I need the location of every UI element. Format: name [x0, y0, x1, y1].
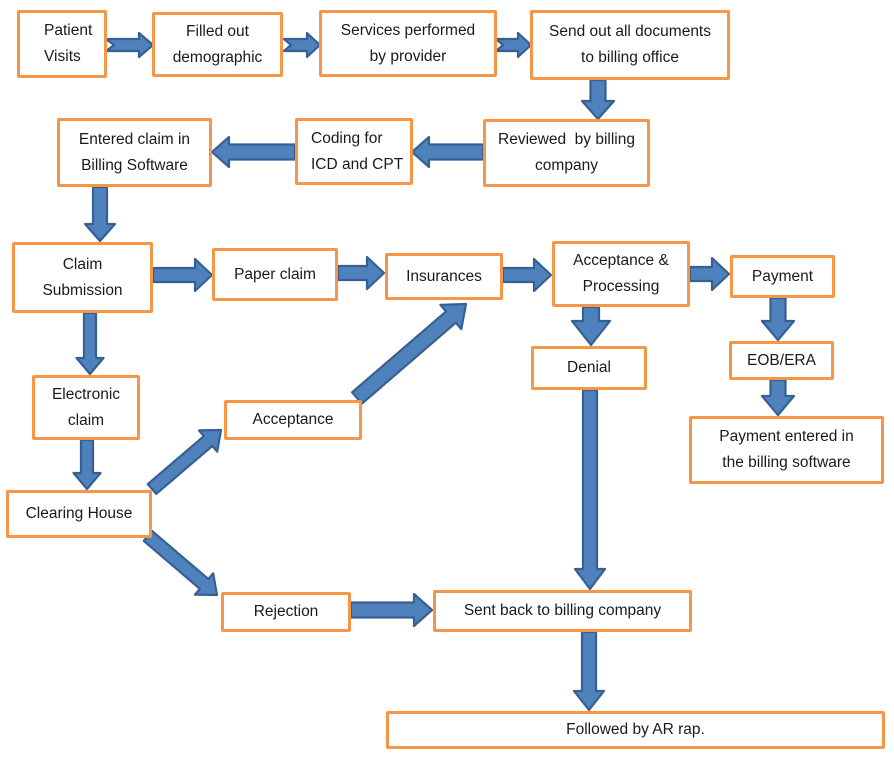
arrow-claimsub-to-electronic: [75, 311, 105, 376]
node-label: Denial: [567, 359, 611, 376]
arrow-patient-to-demographic: [104, 31, 155, 59]
arrow-demographic-to-services: [282, 31, 322, 59]
arrow-eob-to-paymententered: [760, 378, 796, 417]
node-label: Electronic claim: [51, 385, 121, 429]
node-label: Services performed by provider: [340, 21, 476, 65]
arrow-send-to-reviewed: [580, 78, 616, 121]
node-electronic-claim: Electronic claim: [32, 375, 140, 440]
node-reviewed-billing: Reviewed by billing company: [483, 119, 650, 187]
arrow-clearing-to-acceptance: [146, 428, 223, 495]
node-entered-claim: Entered claim in Billing Software: [57, 118, 212, 187]
node-label: Sent back to billing company: [463, 602, 662, 619]
arrow-claimsub-to-paper: [151, 257, 214, 293]
node-followed-ar: Followed by AR rap.: [386, 711, 885, 749]
node-sent-back: Sent back to billing company: [433, 590, 692, 632]
node-send-documents: Send out all documents to billing office: [530, 10, 730, 80]
node-label: Entered claim in Billing Software: [78, 130, 191, 174]
arrow-payment-to-eob: [760, 296, 796, 342]
arrow-denial-to-sentback: [573, 388, 607, 591]
node-rejection: Rejection: [221, 592, 351, 632]
node-label: Patient Visits: [44, 22, 93, 65]
node-coding-icd-cpt: Coding for ICD and CPT: [295, 118, 413, 185]
node-label: Acceptance: [252, 411, 334, 428]
node-label: Reviewed by billing company: [498, 131, 635, 174]
node-label: Acceptance & Processing: [573, 252, 669, 295]
node-label: Followed by AR rap.: [566, 721, 705, 738]
node-label: Paper claim: [234, 265, 316, 283]
node-insurances: Insurances: [385, 253, 503, 300]
arrow-services-to-send: [494, 31, 533, 59]
arrow-acceptproc-to-denial: [570, 305, 612, 347]
arrow-insurances-to-acceptproc: [501, 257, 553, 293]
node-label: Clearing House: [25, 505, 133, 522]
node-payment-entered: Payment entered in the billing software: [689, 416, 884, 484]
node-label: Filled out demographic: [172, 22, 263, 66]
node-denial: Denial: [531, 346, 647, 390]
node-filled-demographic: Filled out demographic: [152, 12, 283, 77]
arrow-clearing-to-rejection: [142, 529, 219, 597]
arrow-entered-to-claimsub: [83, 185, 117, 243]
node-paper-claim: Paper claim: [212, 248, 338, 301]
node-payment: Payment: [730, 255, 835, 298]
node-acceptance-processing: Acceptance & Processing: [552, 241, 690, 307]
node-claim-submission: Claim Submission: [12, 242, 153, 313]
arrow-paper-to-insurances: [336, 255, 386, 291]
node-label: Insurances: [406, 267, 482, 285]
node-eob-era: EOB/ERA: [729, 341, 834, 380]
node-label: EOB/ERA: [747, 351, 816, 369]
node-acceptance: Acceptance: [224, 400, 362, 440]
arrow-coding-to-entered: [210, 135, 297, 169]
arrow-reviewed-to-coding: [410, 135, 485, 169]
node-label: Rejection: [253, 603, 319, 620]
arrow-sentback-to-followed: [572, 630, 606, 712]
node-label: Payment: [751, 267, 814, 285]
arrow-rejection-to-sentback: [349, 592, 434, 628]
arrow-acceptproc-to-payment: [688, 256, 731, 292]
arrow-electronic-to-clearing: [72, 438, 102, 491]
node-services-performed: Services performed by provider: [319, 10, 497, 77]
node-clearing-house: Clearing House: [6, 490, 152, 538]
node-label: Send out all documents to billing office: [549, 23, 711, 66]
node-patient-visits: Patient Visits: [17, 10, 107, 78]
node-label: Coding for ICD and CPT: [311, 129, 404, 173]
node-label: Payment entered in the billing software: [719, 428, 854, 471]
arrow-acceptance-to-insurances: [351, 302, 468, 405]
node-label: Claim Submission: [42, 255, 123, 299]
